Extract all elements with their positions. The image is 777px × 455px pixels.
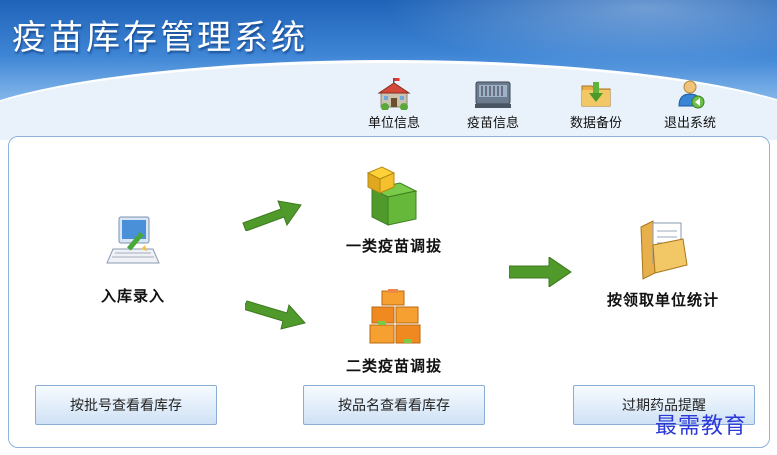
folder-download-icon bbox=[581, 82, 611, 107]
header-banner: 疫苗库存管理系统 单位信息 bbox=[0, 0, 777, 140]
toolbar-data-backup-button[interactable]: 数据备份 bbox=[556, 78, 636, 132]
green-boxes-icon bbox=[366, 166, 418, 226]
device-icon bbox=[475, 81, 511, 108]
arrow-right-icon bbox=[509, 257, 572, 287]
orange-boxes-icon bbox=[369, 289, 421, 344]
toolbar-exit-label: 退出系统 bbox=[663, 116, 716, 131]
query-by-name-button[interactable]: 按品名查看看库存 bbox=[303, 385, 485, 425]
watermark-text: 最需教育 bbox=[655, 414, 748, 439]
class2-vaccine-allocation-label: 二类疫苗调拔 bbox=[345, 357, 442, 375]
stock-entry-module[interactable]: 入库录入 bbox=[73, 211, 193, 306]
app-title: 疫苗库存管理系统 bbox=[12, 18, 308, 58]
arrow-down-right-icon bbox=[245, 300, 306, 330]
stats-by-unit-label: 按领取单位统计 bbox=[606, 291, 719, 309]
toolbar-data-backup-label: 数据备份 bbox=[569, 116, 622, 131]
query-by-batch-button[interactable]: 按批号查看看库存 bbox=[35, 385, 217, 425]
class1-vaccine-allocation-module[interactable]: 一类疫苗调拔 bbox=[329, 163, 459, 256]
document-folder-icon bbox=[640, 220, 688, 280]
toolbar-exit-button[interactable]: 退出系统 bbox=[650, 78, 730, 132]
stats-by-unit-module[interactable]: 按领取单位统计 bbox=[593, 217, 733, 310]
arrow-up-right-icon bbox=[242, 200, 302, 231]
expiry-reminder-button[interactable]: 过期药品提醒 bbox=[573, 385, 755, 425]
class1-vaccine-allocation-label: 一类疫苗调拔 bbox=[345, 237, 442, 255]
toolbar-unit-info-button[interactable]: 单位信息 bbox=[354, 78, 434, 132]
toolbar-unit-info-label: 单位信息 bbox=[367, 116, 420, 131]
computer-edit-icon bbox=[106, 216, 160, 264]
toolbar-vaccine-info-label: 疫苗信息 bbox=[466, 116, 519, 131]
class2-vaccine-allocation-module[interactable]: 二类疫苗调拔 bbox=[329, 285, 459, 376]
toolbar: 单位信息 疫苗信息 数据备份 bbox=[0, 78, 777, 134]
user-exit-icon bbox=[678, 80, 705, 109]
building-icon bbox=[377, 78, 411, 110]
toolbar-vaccine-info-button[interactable]: 疫苗信息 bbox=[453, 78, 533, 132]
main-panel: 入库录入 一类疫苗调拔 二类疫苗调 bbox=[8, 136, 770, 448]
stock-entry-label: 入库录入 bbox=[100, 287, 165, 305]
